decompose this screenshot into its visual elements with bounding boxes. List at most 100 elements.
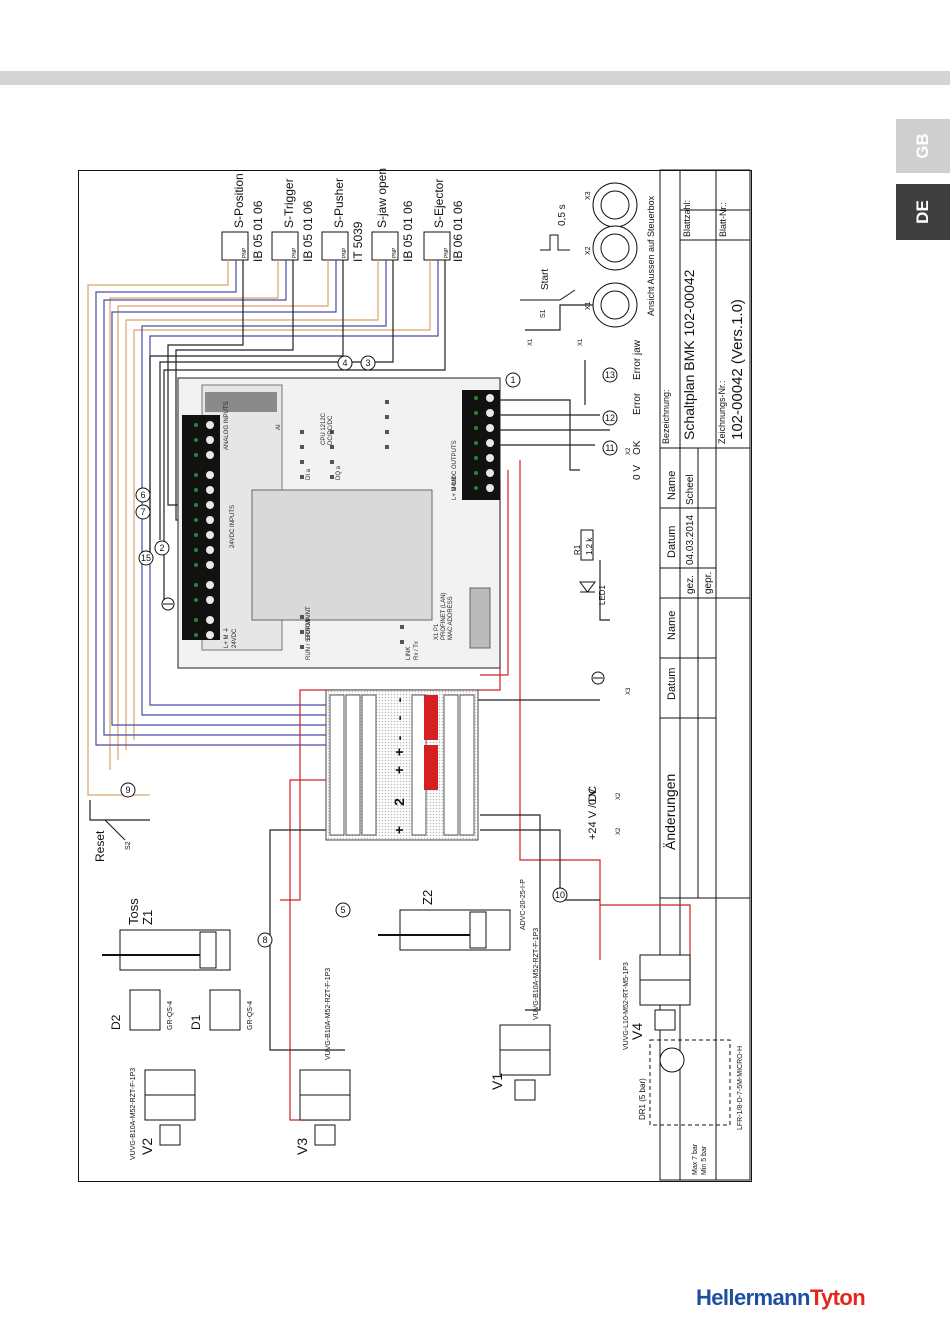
- title-aenderungen: Änderungen: [662, 774, 678, 850]
- timer-pulse: 0,5 s: [540, 204, 570, 251]
- marker-3: 3: [365, 358, 370, 368]
- regulator-part: LFR-1/8-D-7-5M-MICRO-H: [737, 1046, 744, 1130]
- numbered-markers: 1 2 3 4 5 6 7 8 9 10 11 12 13 15: [120, 355, 618, 948]
- sensor-code-2: IB 05 01 06: [301, 200, 315, 262]
- start-switch-s1: S1: [540, 309, 547, 318]
- terminal-sign-4: +: [391, 748, 407, 756]
- power-supply-labels: +24 V / DC 0 V X2 X2: [587, 786, 622, 840]
- valve-v2-part: VUVG-B10A-M52-RZT-F-1P3: [130, 1068, 137, 1160]
- sensor-code-5: IB 06 01 06: [451, 200, 465, 262]
- title-zeichnungs-label: Zeichnungs-Nr.:: [717, 380, 727, 444]
- title-blattzahl: Blattzahl:: [682, 200, 692, 237]
- title-blatt-nr: Blatt-Nr.:: [718, 202, 728, 237]
- marker-1: 1: [510, 375, 515, 385]
- marker-8: 8: [262, 935, 267, 945]
- flow-valve-d1-name: D1: [189, 1014, 203, 1030]
- valve-v2-name: V2: [139, 1138, 155, 1155]
- sensor-pin-pnp-1: PNP: [242, 247, 248, 258]
- plc-supply-pins: L+ M ⏚: [223, 627, 230, 648]
- plc-cpu: CPU 1212C DC/DC/DC 24VDC INPUTS 24VDC OU…: [177, 377, 501, 669]
- signal-error: Error: [632, 392, 643, 415]
- signal-zero-v: 0 V: [632, 465, 643, 480]
- language-tab-de[interactable]: DE: [896, 184, 950, 240]
- power-x2b: X2: [616, 792, 622, 800]
- signal-ok: OK: [632, 440, 643, 455]
- drawing-frame: [78, 170, 752, 1182]
- sensor-code-1: IB 05 01 06: [251, 200, 265, 262]
- plc-status-error: ERROR: [306, 618, 312, 640]
- title-author: Scheel: [685, 474, 696, 505]
- sensor-pin-pnp-3: PNP: [342, 247, 348, 258]
- plc-profinet: PROFINET (LAN): [441, 592, 447, 640]
- plc-status-run: RUN / STOP: [306, 626, 312, 660]
- language-tab-gb[interactable]: GB: [896, 119, 950, 173]
- valve-v3-part: VUVG-B10A-M52-RZT-F-1P3: [325, 968, 332, 1060]
- terminal-sign-7: -: [391, 697, 407, 702]
- sensor-name-3: S-Pusher: [332, 178, 346, 228]
- reset-switch: Reset S2: [93, 819, 132, 862]
- pressure-regulator-dr1: DR1 (5 bar) LFR-1/8-D-7-5M-MICRO-H Max 7…: [638, 1039, 744, 1175]
- plc-do-label: 24VDC OUTPUTS: [452, 440, 458, 490]
- sensor-code-3: IT 5039: [351, 221, 365, 262]
- plc-link: LINK: [406, 647, 412, 660]
- sensor-name-2: S-Trigger: [282, 178, 296, 228]
- connector-symbols: [592, 182, 638, 328]
- plc-mac: MAC ADDRESS: [448, 596, 454, 640]
- sensor-name-1: S-Position: [232, 173, 246, 228]
- start-x1a: X1: [528, 338, 534, 346]
- marker-2: 2: [159, 543, 164, 553]
- reset-label: Reset: [93, 830, 107, 862]
- terminal-block: + 2 + + - - -: [325, 689, 479, 841]
- plc-input-supply: 24VDC: [232, 628, 238, 648]
- marker-13: 13: [605, 370, 615, 380]
- valve-v4-name: V4: [629, 1023, 645, 1040]
- connector-x1: X1: [585, 301, 592, 310]
- marker-11: 11: [605, 443, 614, 453]
- connector-x3: X3: [585, 191, 592, 200]
- title-name-header-2: Name: [666, 471, 678, 500]
- sensor-name-4: S-jaw open: [375, 168, 389, 228]
- title-name-header: Name: [666, 611, 678, 640]
- sensor-group: S-Position IB 05 01 06 S-Trigger IB 05 0…: [221, 168, 465, 262]
- cylinder-z2: Z2 ADVC-20-25-I-P: [378, 879, 527, 951]
- sensor-name-5: S-Ejector: [432, 179, 446, 228]
- title-datum-header-2: Datum: [666, 526, 678, 558]
- ground-symbol-x3: [591, 671, 605, 685]
- sensor-pin-pnp-2: PNP: [292, 247, 298, 258]
- valve-bodies: [144, 954, 691, 1146]
- marker-4: 4: [342, 358, 347, 368]
- brand-logo: HellermannTyton: [696, 1285, 866, 1311]
- top-rule: [0, 71, 950, 85]
- plc-dq: DQ a: [336, 465, 342, 480]
- plc-di-label: 24VDC INPUTS: [230, 505, 236, 548]
- start-label: Start: [540, 269, 551, 290]
- plc-di: DI a: [306, 468, 312, 480]
- cylinder-z2-label: ADVC-20-25-I-P: [520, 879, 527, 930]
- flow-valve-d2-part: GR-QS-4: [167, 1001, 174, 1030]
- plc-ai-label: ANALOG INPUTS: [224, 401, 230, 450]
- cylinder-z1: Z1 Toss: [102, 898, 231, 971]
- title-bezeichnung: Schaltplan BMK 102-00042: [681, 269, 697, 440]
- title-zeichnungs-nr: 102-00042 (Vers.1.0): [729, 299, 746, 440]
- title-datum-header: Datum: [666, 668, 678, 700]
- terminal-sign-6: -: [391, 715, 407, 720]
- plc-rxtx: Rx / Tx: [414, 641, 420, 660]
- timer-label: 0,5 s: [557, 204, 568, 226]
- marker-6: 6: [140, 490, 145, 500]
- marker-7: 7: [140, 507, 145, 517]
- power-zero-v: 0 V: [587, 788, 599, 805]
- regulator-max: Max 7 bar: [692, 1143, 699, 1175]
- regulator-name: DR1 (5 bar): [638, 1078, 647, 1120]
- cylinder-z1-name: Z1: [140, 910, 155, 925]
- plc-output-pins: L+ M 1M: [452, 476, 458, 500]
- connector-x2: X2: [585, 246, 592, 255]
- marker-10: 10: [555, 890, 565, 900]
- valve-v1-part: VUVG-B10A-M52-RZT-F-1P3: [533, 928, 540, 1020]
- reset-switch-s2: S2: [125, 841, 132, 850]
- terminal-sign-1: +: [391, 826, 407, 834]
- plc-model: CPU 1212C: [321, 412, 327, 445]
- valve-v3-name: V3: [294, 1138, 310, 1155]
- marker-15: 15: [141, 553, 151, 563]
- valve-v4-part: VUVG-L10-M52-RT-M5-1P3: [623, 962, 630, 1050]
